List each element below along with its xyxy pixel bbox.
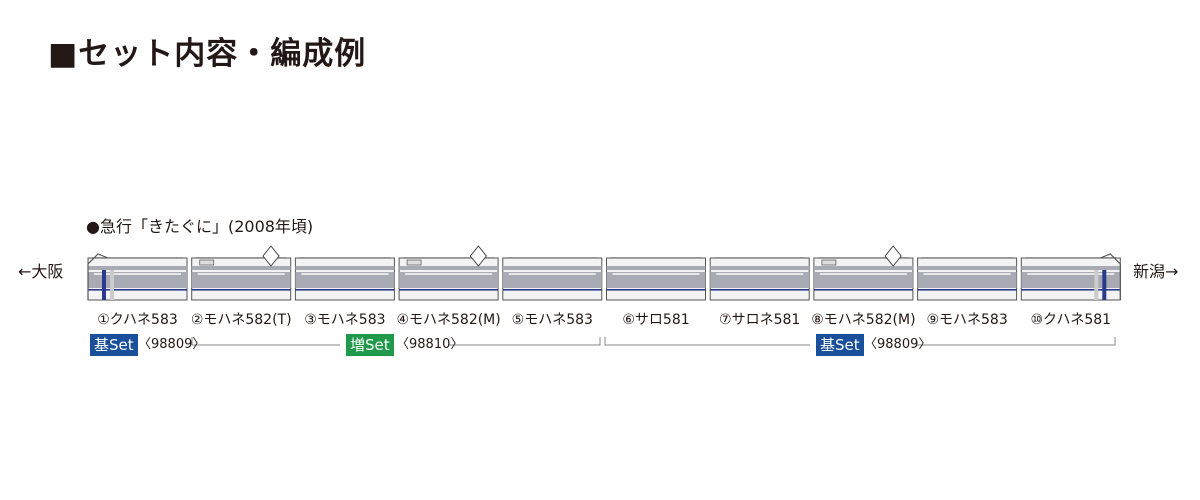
cab-door: [1094, 270, 1099, 300]
basic-set-badge: 基Set: [90, 334, 138, 356]
direction-right: 新潟→: [1133, 262, 1179, 281]
car-7: [709, 257, 810, 301]
pantograph-icon: [469, 245, 488, 267]
cars-layer: [87, 245, 1121, 301]
car-window-line: [612, 273, 700, 275]
roof-unit: [821, 259, 837, 266]
car-window-line: [923, 273, 1011, 275]
car-top-band: [191, 266, 291, 270]
car-window-line: [819, 273, 907, 275]
car-8: [813, 245, 914, 301]
car-3: [294, 257, 395, 301]
car-blue-line: [502, 289, 602, 291]
cab-door: [1102, 270, 1107, 300]
car-blue-line: [1021, 289, 1121, 291]
car-label: ⑩クハネ581: [1030, 312, 1112, 328]
car-1: [87, 253, 188, 301]
car-top-band: [502, 266, 602, 270]
car-6: [606, 257, 706, 301]
car-blue-line: [399, 289, 499, 291]
car-label: ②モハネ582(T): [190, 312, 292, 328]
car-label: ⑧モハネ582(M): [811, 312, 916, 328]
car-top-band: [1021, 266, 1121, 270]
car-window-line: [94, 273, 181, 275]
car-blue-line: [191, 289, 291, 291]
car-blue-line: [917, 289, 1017, 291]
cab-door: [110, 270, 114, 300]
car-stripe: [399, 272, 499, 288]
car-top-band: [88, 266, 187, 270]
cab-nose: [1100, 253, 1121, 300]
page-title: ■セット内容・編成例: [48, 36, 367, 72]
car-stripe: [917, 272, 1017, 288]
car-label: ⑤モハネ583: [511, 312, 593, 328]
cab-nose: [87, 253, 109, 300]
add-set-badge: 増Set: [346, 334, 394, 356]
set-brackets: [191, 337, 1116, 348]
set-code: 〈98809〉: [138, 337, 206, 352]
car-top-band: [917, 266, 1017, 270]
cab-door: [102, 270, 106, 300]
basic-set-badge: 基Set: [816, 334, 864, 356]
car-top-band: [813, 266, 913, 270]
roof-unit: [406, 259, 422, 266]
car-label: ⑦サロネ581: [719, 312, 801, 328]
car-label: ⑨モハネ583: [926, 312, 1008, 328]
car-blue-line: [710, 289, 810, 291]
car-5: [502, 257, 603, 301]
car-window-line: [301, 273, 389, 275]
car-label: ①クハネ583: [97, 312, 178, 328]
pantograph-icon: [262, 245, 280, 267]
direction-left: ←大阪: [18, 262, 64, 281]
car-stripe: [710, 272, 810, 288]
car-2: [191, 245, 292, 301]
car-blue-line: [88, 289, 187, 291]
car-window-line: [405, 273, 493, 275]
car-stripe: [502, 272, 602, 288]
car-top-band: [710, 266, 810, 270]
car-blue-line: [813, 289, 913, 291]
car-stripe: [295, 272, 395, 288]
formation-name: ●急行「きたぐに」(2008年頃): [86, 217, 314, 236]
car-window-line: [197, 273, 285, 275]
set-code: 〈98809〉: [864, 337, 932, 352]
car-stripe: [813, 272, 913, 288]
car-top-band: [399, 266, 499, 270]
car-9: [917, 257, 1018, 301]
roof-unit: [199, 259, 215, 266]
car-stripe: [191, 272, 291, 288]
car-blue-line: [295, 289, 395, 291]
car-label: ③モハネ583: [304, 312, 386, 328]
set-code: 〈98810〉: [396, 337, 464, 352]
pantograph-icon: [884, 245, 902, 267]
car-10: [1020, 253, 1121, 301]
car-blue-line: [606, 289, 706, 291]
car-4: [398, 245, 499, 301]
car-stripe: [606, 272, 706, 288]
car-label: ④モハネ582(M): [396, 312, 501, 328]
car-window-line: [716, 273, 804, 275]
car-top-band: [295, 266, 395, 270]
car-label: ⑥サロ581: [622, 312, 690, 328]
car-top-band: [606, 266, 706, 270]
car-window-line: [508, 273, 596, 275]
car-window-line: [1027, 273, 1115, 275]
